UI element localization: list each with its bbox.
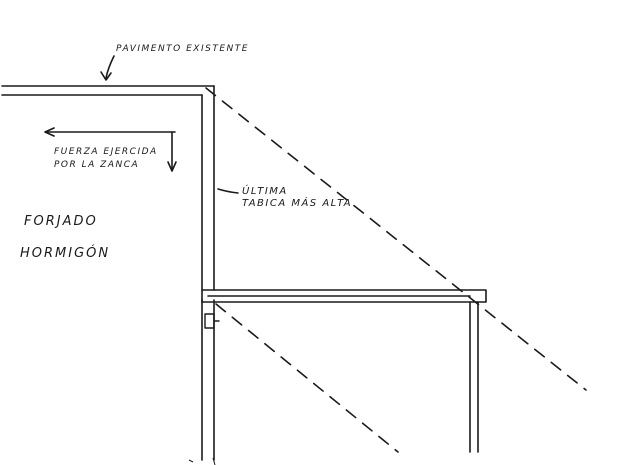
label-fuerza-line2: POR LA ZANCA	[54, 160, 140, 170]
label-hormigon: HORMIGÓN	[20, 246, 111, 261]
label-ultima-line2: TABICA MÁS ALTA	[242, 198, 353, 209]
force-vertical-arrowhead	[167, 161, 177, 172]
bottom-mark	[188, 457, 216, 465]
force-horizontal-arrowhead	[44, 127, 55, 137]
stair-dashed-line-lower	[215, 303, 399, 453]
floor-slab-top	[1, 85, 215, 96]
label-ultima-line1: ÚLTIMA	[242, 186, 288, 197]
pavimento-arrowhead	[100, 71, 112, 81]
ultima-pointer	[217, 188, 239, 194]
tread-board	[201, 289, 487, 303]
label-fuerza-line1: FUERZA EJERCIDA	[54, 147, 158, 157]
top-riser	[201, 85, 215, 291]
slab-edge	[201, 299, 215, 461]
stair-dashed-line-upper	[205, 87, 587, 391]
support-post	[469, 301, 479, 453]
pavimento-arrow	[105, 55, 115, 79]
anchor-bolt	[204, 313, 215, 329]
label-forjado: FORJADO	[24, 214, 98, 229]
label-pavimento-existente: PAVIMENTO EXISTENTE	[116, 44, 249, 54]
